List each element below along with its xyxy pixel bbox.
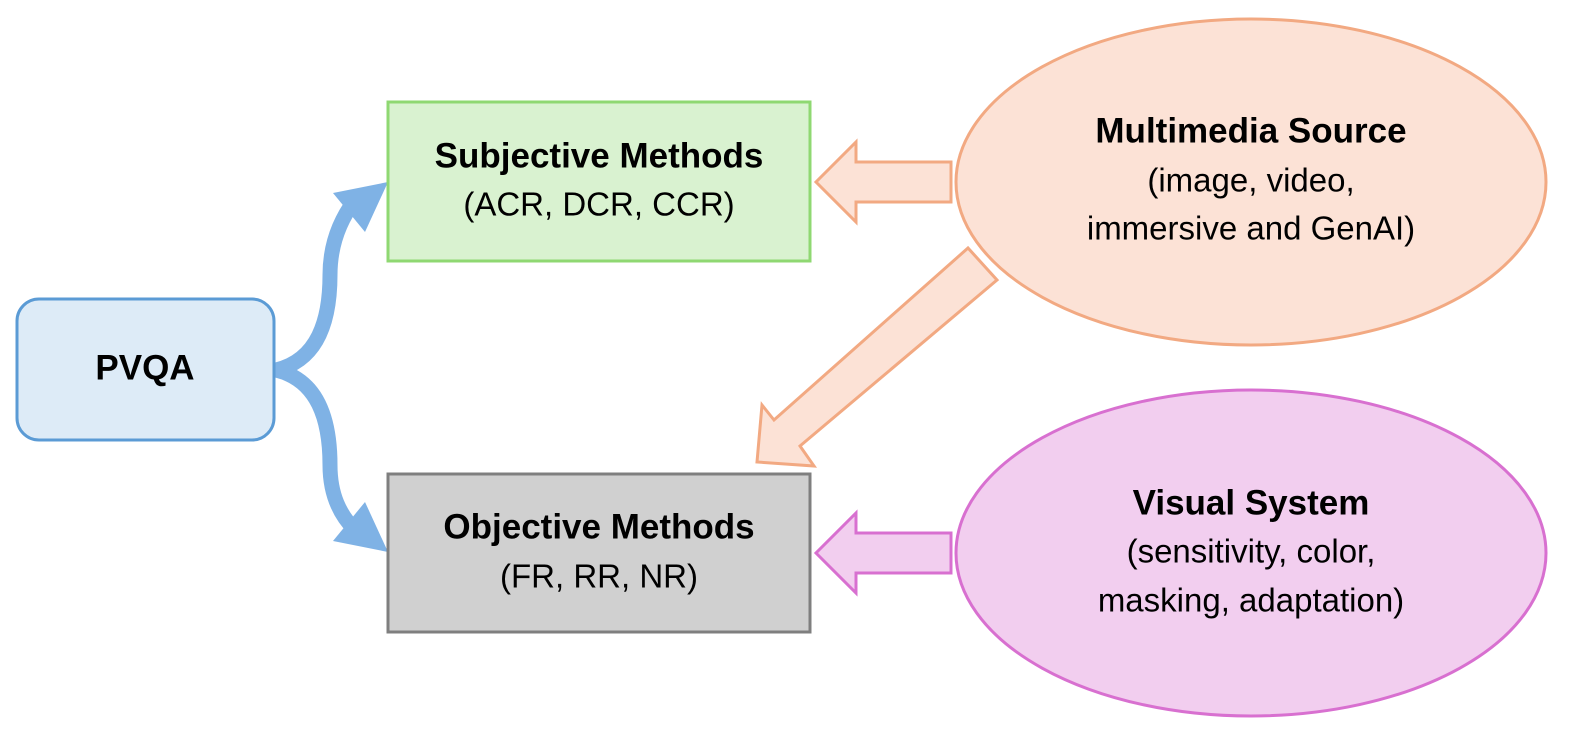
- subjective-methods-subtitle: (ACR, DCR, CCR): [463, 186, 734, 223]
- visual-system-line3: masking, adaptation): [1098, 582, 1404, 619]
- visual-system-title: Visual System: [1133, 483, 1370, 522]
- visual-system-line2: (sensitivity, color,: [1127, 533, 1376, 570]
- multimedia-source-line2: (image, video,: [1147, 162, 1354, 199]
- branch-arrow-to-objective: [268, 362, 363, 538]
- arrow-multimedia-to-subjective: [813, 138, 953, 226]
- objective-methods-subtitle: (FR, RR, NR): [500, 558, 698, 595]
- pvqa-label: PVQA: [95, 348, 194, 387]
- visual-system-ellipse: [954, 388, 1548, 718]
- subjective-methods-node: Subjective Methods (ACR, DCR, CCR): [386, 100, 812, 263]
- subjective-methods-box: [386, 100, 812, 263]
- arrow-multimedia-to-objective: [755, 245, 1000, 468]
- multimedia-source-ellipse: [954, 17, 1548, 347]
- visual-system-node: Visual System (sensitivity, color, maski…: [954, 388, 1548, 718]
- branch-arrows: [268, 182, 388, 552]
- pvqa-node: PVQA: [15, 297, 276, 442]
- objective-methods-node: Objective Methods (FR, RR, NR): [386, 472, 812, 634]
- objective-methods-box: [386, 472, 812, 634]
- multimedia-source-line3: immersive and GenAI): [1087, 210, 1415, 247]
- objective-methods-title: Objective Methods: [443, 507, 754, 546]
- arrow-visual-to-objective: [813, 509, 953, 597]
- branch-arrow-to-subjective: [268, 192, 363, 378]
- multimedia-source-title: Multimedia Source: [1095, 111, 1406, 150]
- branch-arrowhead-subjective: [333, 182, 388, 232]
- pvqa-box: [15, 297, 276, 442]
- branch-arrowhead-objective: [333, 502, 388, 552]
- subjective-methods-title: Subjective Methods: [435, 136, 764, 175]
- multimedia-source-node: Multimedia Source (image, video, immersi…: [954, 17, 1548, 347]
